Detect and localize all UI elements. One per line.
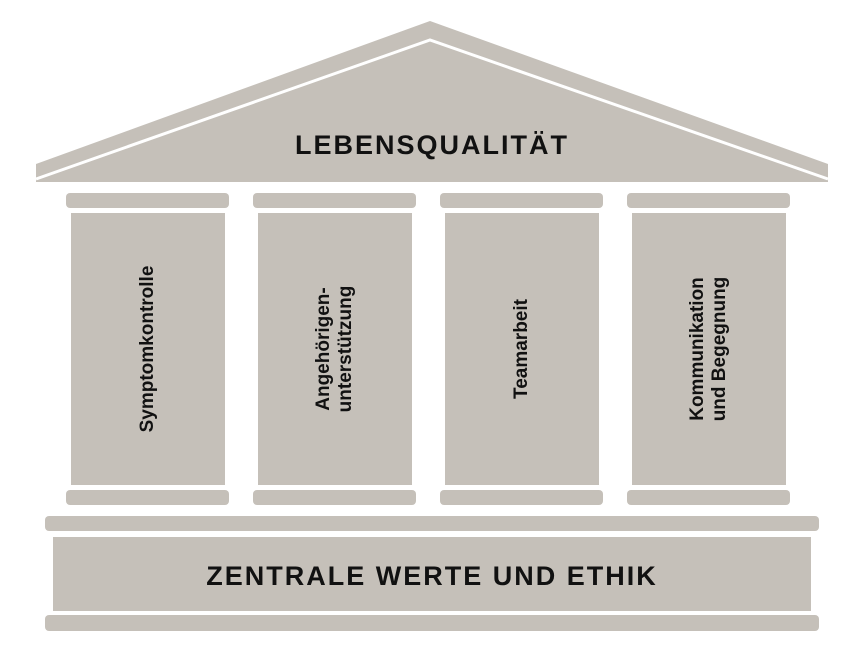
pillar-base	[66, 490, 229, 505]
pillar-teamarbeit: Teamarbeit	[445, 213, 599, 485]
pillar-capital	[253, 193, 416, 208]
pillar-label: Symptomkontrolle	[137, 266, 159, 433]
roof-pediment	[36, 21, 828, 182]
foundation-block: ZENTRALE WERTE UND ETHIK	[53, 537, 811, 611]
foundation-top-step	[45, 516, 819, 531]
pillar-label: Angehörigen-unterstützung	[313, 286, 357, 413]
foundation-bottom-step	[45, 615, 819, 631]
pillar-label-line: Teamarbeit	[511, 299, 532, 399]
roof	[35, 21, 829, 182]
roof-line	[35, 38, 829, 181]
pillar-label-line: unterstützung	[335, 285, 356, 413]
pillar-label-line: Angehörigen-	[313, 287, 334, 411]
pillar-label: Teamarbeit	[511, 299, 533, 399]
pillar-label-line: Symptomkontrolle	[137, 265, 158, 433]
pillar-angehoerigenunterstuetzung: Angehörigen-unterstützung	[258, 213, 412, 485]
pillar-capital	[66, 193, 229, 208]
pillar-base	[253, 490, 416, 505]
pillar-symptomkontrolle: Symptomkontrolle	[71, 213, 225, 485]
pillar-base	[440, 490, 603, 505]
foundation-label: ZENTRALE WERTE UND ETHIK	[206, 561, 658, 591]
pillar-label-line: und Begegnung	[709, 276, 730, 422]
pillar-base	[627, 490, 790, 505]
pillar-capital	[440, 193, 603, 208]
pillar-capital	[627, 193, 790, 208]
pillar-label-line: Kommunikation	[687, 277, 708, 421]
roof-label: LEBENSQUALITÄT	[295, 130, 569, 160]
